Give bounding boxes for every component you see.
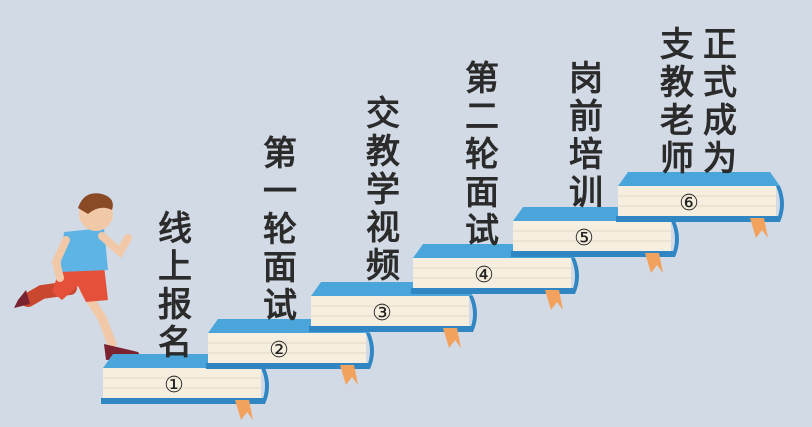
step-number-4: ④ <box>474 263 494 288</box>
step-label-3: 交教学视频 <box>366 94 400 286</box>
step-label-2: 第一轮面试 <box>263 134 297 326</box>
step-number-6: ⑥ <box>679 191 699 216</box>
step-number-3: ③ <box>372 301 392 326</box>
book-step-6: ⑥ <box>616 172 784 238</box>
step-label-5: 岗前培训 <box>569 59 603 213</box>
runner-illustration <box>14 193 142 360</box>
step-number-2: ② <box>269 338 289 363</box>
step-number-5: ⑤ <box>574 226 594 251</box>
book-step-5: ⑤ <box>511 207 679 273</box>
step-label-6a: 正式成为 <box>703 25 737 179</box>
step-label-1: 线上报名 <box>158 209 192 363</box>
book-steps: ① ② ③ ④ ⑤ ⑥ <box>101 172 784 420</box>
step-label-6b: 支教老师 <box>660 25 694 179</box>
step-number-1: ① <box>164 373 184 398</box>
step-label-4: 第二轮面试 <box>465 59 499 251</box>
